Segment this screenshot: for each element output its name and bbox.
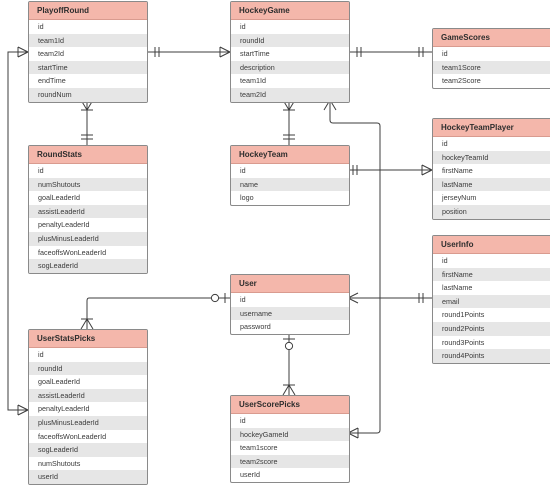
entity-title: HockeyTeamPlayer (433, 119, 550, 137)
entity-title: GameScores (433, 29, 550, 47)
field: round2Points (433, 321, 550, 336)
field: firstName (442, 166, 473, 176)
rel-user-userscorepicks-zero (284, 341, 294, 351)
field: faceoffsWonLeaderId (38, 431, 107, 441)
field: sogLeaderId (29, 259, 147, 273)
field: penaltyLeaderId (38, 220, 90, 230)
entity-userscorepicks[interactable]: UserScorePicks id hockeyGameId team1scor… (230, 395, 350, 483)
entity-title: PlayoffRound (29, 2, 147, 20)
field: sogLeaderId (29, 443, 147, 457)
entity-hockeyteamplayer[interactable]: HockeyTeamPlayer id hockeyTeamId firstNa… (432, 118, 550, 220)
field: position (433, 204, 550, 219)
field: id (38, 22, 44, 31)
field: password (240, 322, 271, 332)
field: round3Points (442, 337, 485, 347)
field: id (240, 166, 246, 175)
rel-user-userscorepicks-marks (282, 338, 296, 396)
rel-playoffround-hockeygame-marks (154, 46, 231, 58)
field: startTime (240, 49, 270, 59)
field: assistLeaderId (29, 204, 147, 219)
field: description (231, 60, 349, 75)
field: id (38, 166, 44, 175)
rel-playoffround-userstatspicks (7, 51, 28, 411)
entity-user[interactable]: User id username password (230, 274, 350, 335)
entity-title: User (231, 275, 349, 293)
field: roundId (231, 33, 349, 48)
field: email (433, 294, 550, 309)
field: logo (240, 193, 254, 203)
entity-userinfo[interactable]: UserInfo id firstName lastName email rou… (432, 235, 550, 364)
rel-hockeygame-hockeyteam-marks (282, 99, 296, 140)
field: numShutouts (29, 177, 147, 192)
field: goalLeaderId (38, 377, 80, 387)
field: endTime (38, 76, 66, 86)
field: id (442, 139, 448, 148)
rel-hockeygame-userscorepicks-marks (323, 99, 359, 439)
field: name (231, 177, 349, 192)
field: assistLeaderId (29, 388, 147, 403)
field: team2score (231, 454, 349, 469)
rel-user-userstatspicks-zero (210, 293, 220, 303)
entity-gamescores[interactable]: GameScores id team1Score team2Score (432, 28, 550, 89)
field: team2Id (38, 49, 64, 59)
field: hockeyTeamId (433, 150, 550, 165)
entity-hockeyteam[interactable]: HockeyTeam id name logo (230, 145, 350, 206)
rel-hockeyteam-player-marks (352, 164, 433, 176)
field: userId (240, 470, 260, 480)
field: team1Score (433, 60, 550, 75)
field: numShutouts (38, 458, 81, 468)
entity-userstatspicks[interactable]: UserStatsPicks id roundId goalLeaderId a… (28, 329, 148, 485)
entity-title: HockeyGame (231, 2, 349, 20)
field: team1Id (29, 33, 147, 48)
field: roundId (29, 361, 147, 376)
field: userId (29, 470, 147, 484)
entity-title: RoundStats (29, 146, 147, 164)
field: penaltyLeaderId (38, 404, 90, 414)
field: id (38, 350, 44, 359)
entity-title: UserStatsPicks (29, 330, 147, 348)
field: goalLeaderId (38, 193, 80, 203)
field: team2Score (442, 76, 481, 86)
field: plusMinusLeaderId (29, 415, 147, 430)
field: team1score (240, 443, 278, 453)
entity-hockeygame[interactable]: HockeyGame id roundId startTime descript… (230, 1, 350, 103)
field: startTime (29, 60, 147, 75)
entity-roundstats[interactable]: RoundStats id numShutouts goalLeaderId a… (28, 145, 148, 274)
field: round4Points (433, 349, 550, 363)
rel-user-userinfo-marks (347, 292, 424, 304)
rel-hockeygame-userscorepicks (329, 100, 381, 434)
field: jerseyNum (442, 193, 477, 203)
field: plusMinusLeaderId (29, 231, 147, 246)
field: team1Id (240, 76, 266, 86)
entity-title: UserScorePicks (231, 396, 349, 414)
entity-title: UserInfo (433, 236, 550, 254)
field: team2Id (231, 87, 349, 102)
entity-title: HockeyTeam (231, 146, 349, 164)
rel-hockeygame-gamescores-marks (356, 47, 424, 57)
field: id (442, 256, 448, 265)
field: roundNum (29, 87, 147, 102)
field: lastName (442, 283, 473, 293)
rel-user-userstatspicks (86, 297, 230, 329)
rel-playoffround-roundstats-marks (80, 99, 94, 140)
rel-playoffround-userstatspicks-marks (17, 46, 29, 416)
rel-user-userstatspicks-marks (80, 293, 226, 330)
field: lastName (433, 177, 550, 192)
field: hockeyGameId (231, 427, 349, 442)
field: faceoffsWonLeaderId (38, 247, 107, 257)
field: firstName (433, 267, 550, 282)
field: id (240, 416, 246, 425)
field: id (240, 22, 246, 31)
field: round1Points (442, 310, 485, 320)
field: id (240, 295, 246, 304)
entity-playoffround[interactable]: PlayoffRound id team1Id team2Id startTim… (28, 1, 148, 103)
field: id (442, 49, 448, 58)
field: username (231, 306, 349, 321)
